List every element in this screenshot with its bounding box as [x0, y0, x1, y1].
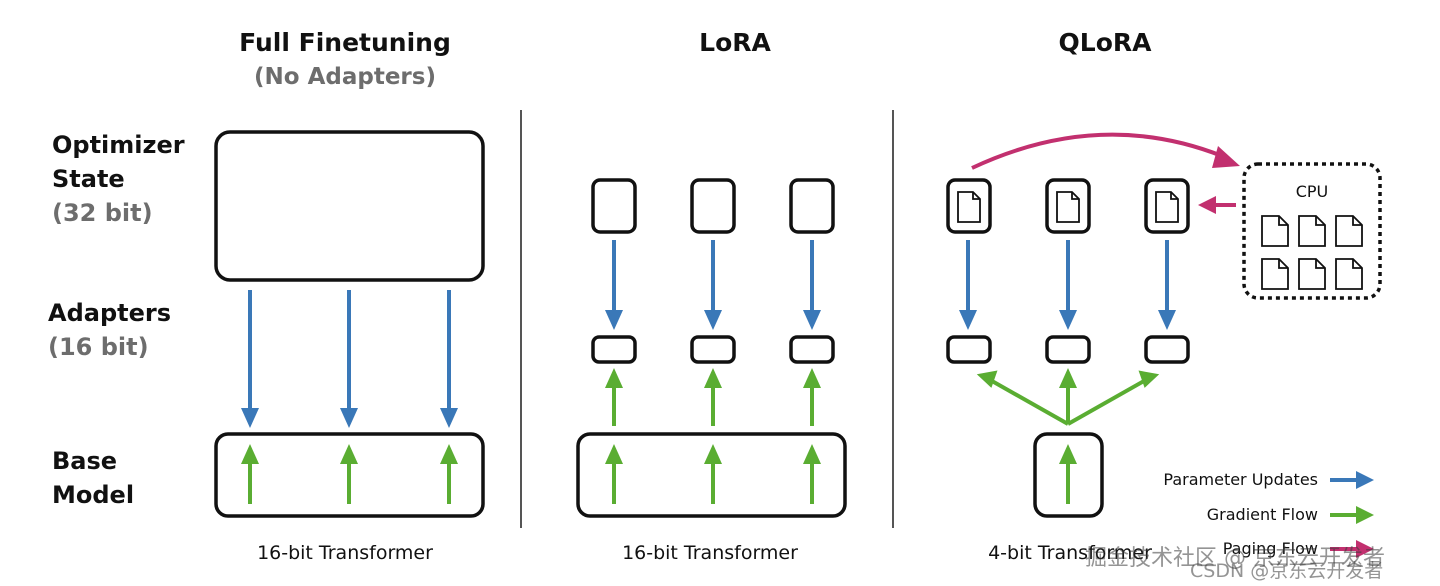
- lora-optimizer-boxes: [591, 178, 835, 234]
- lora-gradient-arrows-base: [605, 444, 821, 504]
- paging-back-arrow-head: [1198, 196, 1216, 214]
- page-icon: [957, 191, 1179, 223]
- base-label: Base: [52, 447, 118, 475]
- row-label-optimizer-state: Optimizer State (32 bit): [52, 128, 185, 230]
- watermark-juejin: 掘金技术社区 @ 京东云开发者: [1085, 546, 1385, 571]
- adapters-label: Adapters: [48, 299, 171, 327]
- paging-arc: [971, 132, 1223, 170]
- legend-gradient-flow: Gradient Flow: [1206, 505, 1318, 524]
- optimizer-label: Optimizer: [52, 131, 185, 159]
- legend-arrows: [1330, 471, 1374, 558]
- legend-parameter-updates: Parameter Updates: [1163, 470, 1318, 489]
- adapters-precision: (16 bit): [48, 333, 149, 361]
- full-finetuning-subtitle: (No Adapters): [254, 64, 436, 90]
- cpu-page-icons: [1261, 215, 1363, 290]
- lora-caption: 16-bit Transformer: [622, 542, 798, 564]
- lora-adapter-boxes: [591, 335, 835, 364]
- watermark-csdn: CSDN @京东云开发者: [1190, 560, 1384, 582]
- optimizer-precision: (32 bit): [52, 199, 153, 227]
- row-label-adapters: Adapters (16 bit): [48, 296, 171, 364]
- qlora-adapter-boxes: [946, 335, 1190, 364]
- lora-gradient-arrows-upper: [605, 368, 821, 426]
- row-label-base-model: Base Model: [52, 444, 134, 512]
- paging-arc-head: [1212, 146, 1240, 168]
- full-gradient-arrows: [241, 444, 458, 504]
- full-finetuning-title: Full Finetuning: [239, 28, 451, 57]
- model-label: Model: [52, 481, 135, 509]
- state-label: State: [52, 165, 125, 193]
- qlora-title: QLoRA: [1058, 28, 1152, 57]
- full-optimizer-box: [214, 130, 485, 282]
- full-update-arrows: [241, 290, 458, 428]
- lora-title: LoRA: [699, 28, 771, 57]
- legend-paging-flow: Paging Flow: [1222, 539, 1318, 558]
- qlora-update-arrows: [959, 240, 1176, 330]
- qlora-caption: 4-bit Transformer: [988, 542, 1152, 564]
- lora-update-arrows: [605, 240, 821, 330]
- cpu-label: CPU: [1295, 182, 1329, 201]
- qlora-gradient-arrows: [976, 368, 1160, 504]
- full-caption: 16-bit Transformer: [257, 542, 433, 564]
